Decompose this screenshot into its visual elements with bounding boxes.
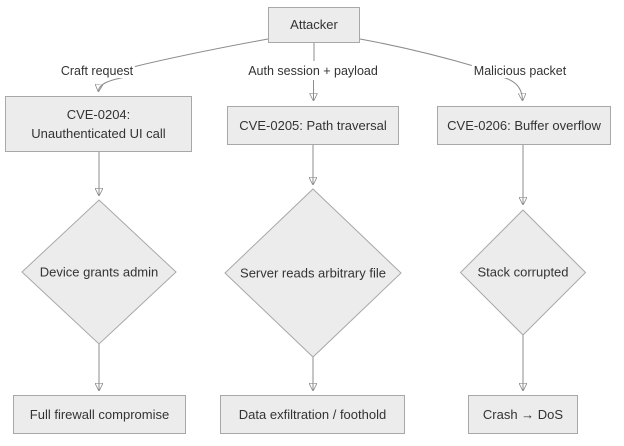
edge-attacker-to-craft-request <box>132 38 269 68</box>
node-cve-0205: CVE-0205: Path traversal <box>227 106 399 145</box>
condition-label-server-reads-arbitrary-file: Server reads arbitrary file <box>240 265 386 281</box>
edge-label-malicious-packet: Malicious packet <box>471 64 569 78</box>
node-crash-dos: Crash → DoS <box>468 395 578 434</box>
node-full-firewall-compromise: Full firewall compromise <box>13 395 186 434</box>
edge-label-craft-request: Craft request <box>58 64 136 78</box>
node-cve-0206: CVE-0206: Buffer overflow <box>437 106 611 145</box>
node-data-exfiltration-foothold: Data exfiltration / foothold <box>220 395 405 434</box>
diamond-server-reads-arbitrary-file <box>224 188 402 358</box>
node-attacker: Attacker <box>268 7 360 43</box>
condition-label-stack-corrupted: Stack corrupted <box>477 264 569 280</box>
node-cve-0204: CVE-0204: Unauthenticated UI call <box>5 96 192 152</box>
diamond-stack-corrupted <box>459 209 587 336</box>
diamond-device-grants-admin <box>21 199 177 345</box>
condition-label-device-grants-admin: Device grants admin <box>39 264 159 280</box>
edge-craft-request-to-cve-0204 <box>99 76 127 91</box>
edge-label-auth-session-payload: Auth session + payload <box>246 64 380 78</box>
edge-malicious-packet-to-cve-0206 <box>501 76 523 100</box>
edge-attacker-to-malicious-packet <box>359 38 478 68</box>
